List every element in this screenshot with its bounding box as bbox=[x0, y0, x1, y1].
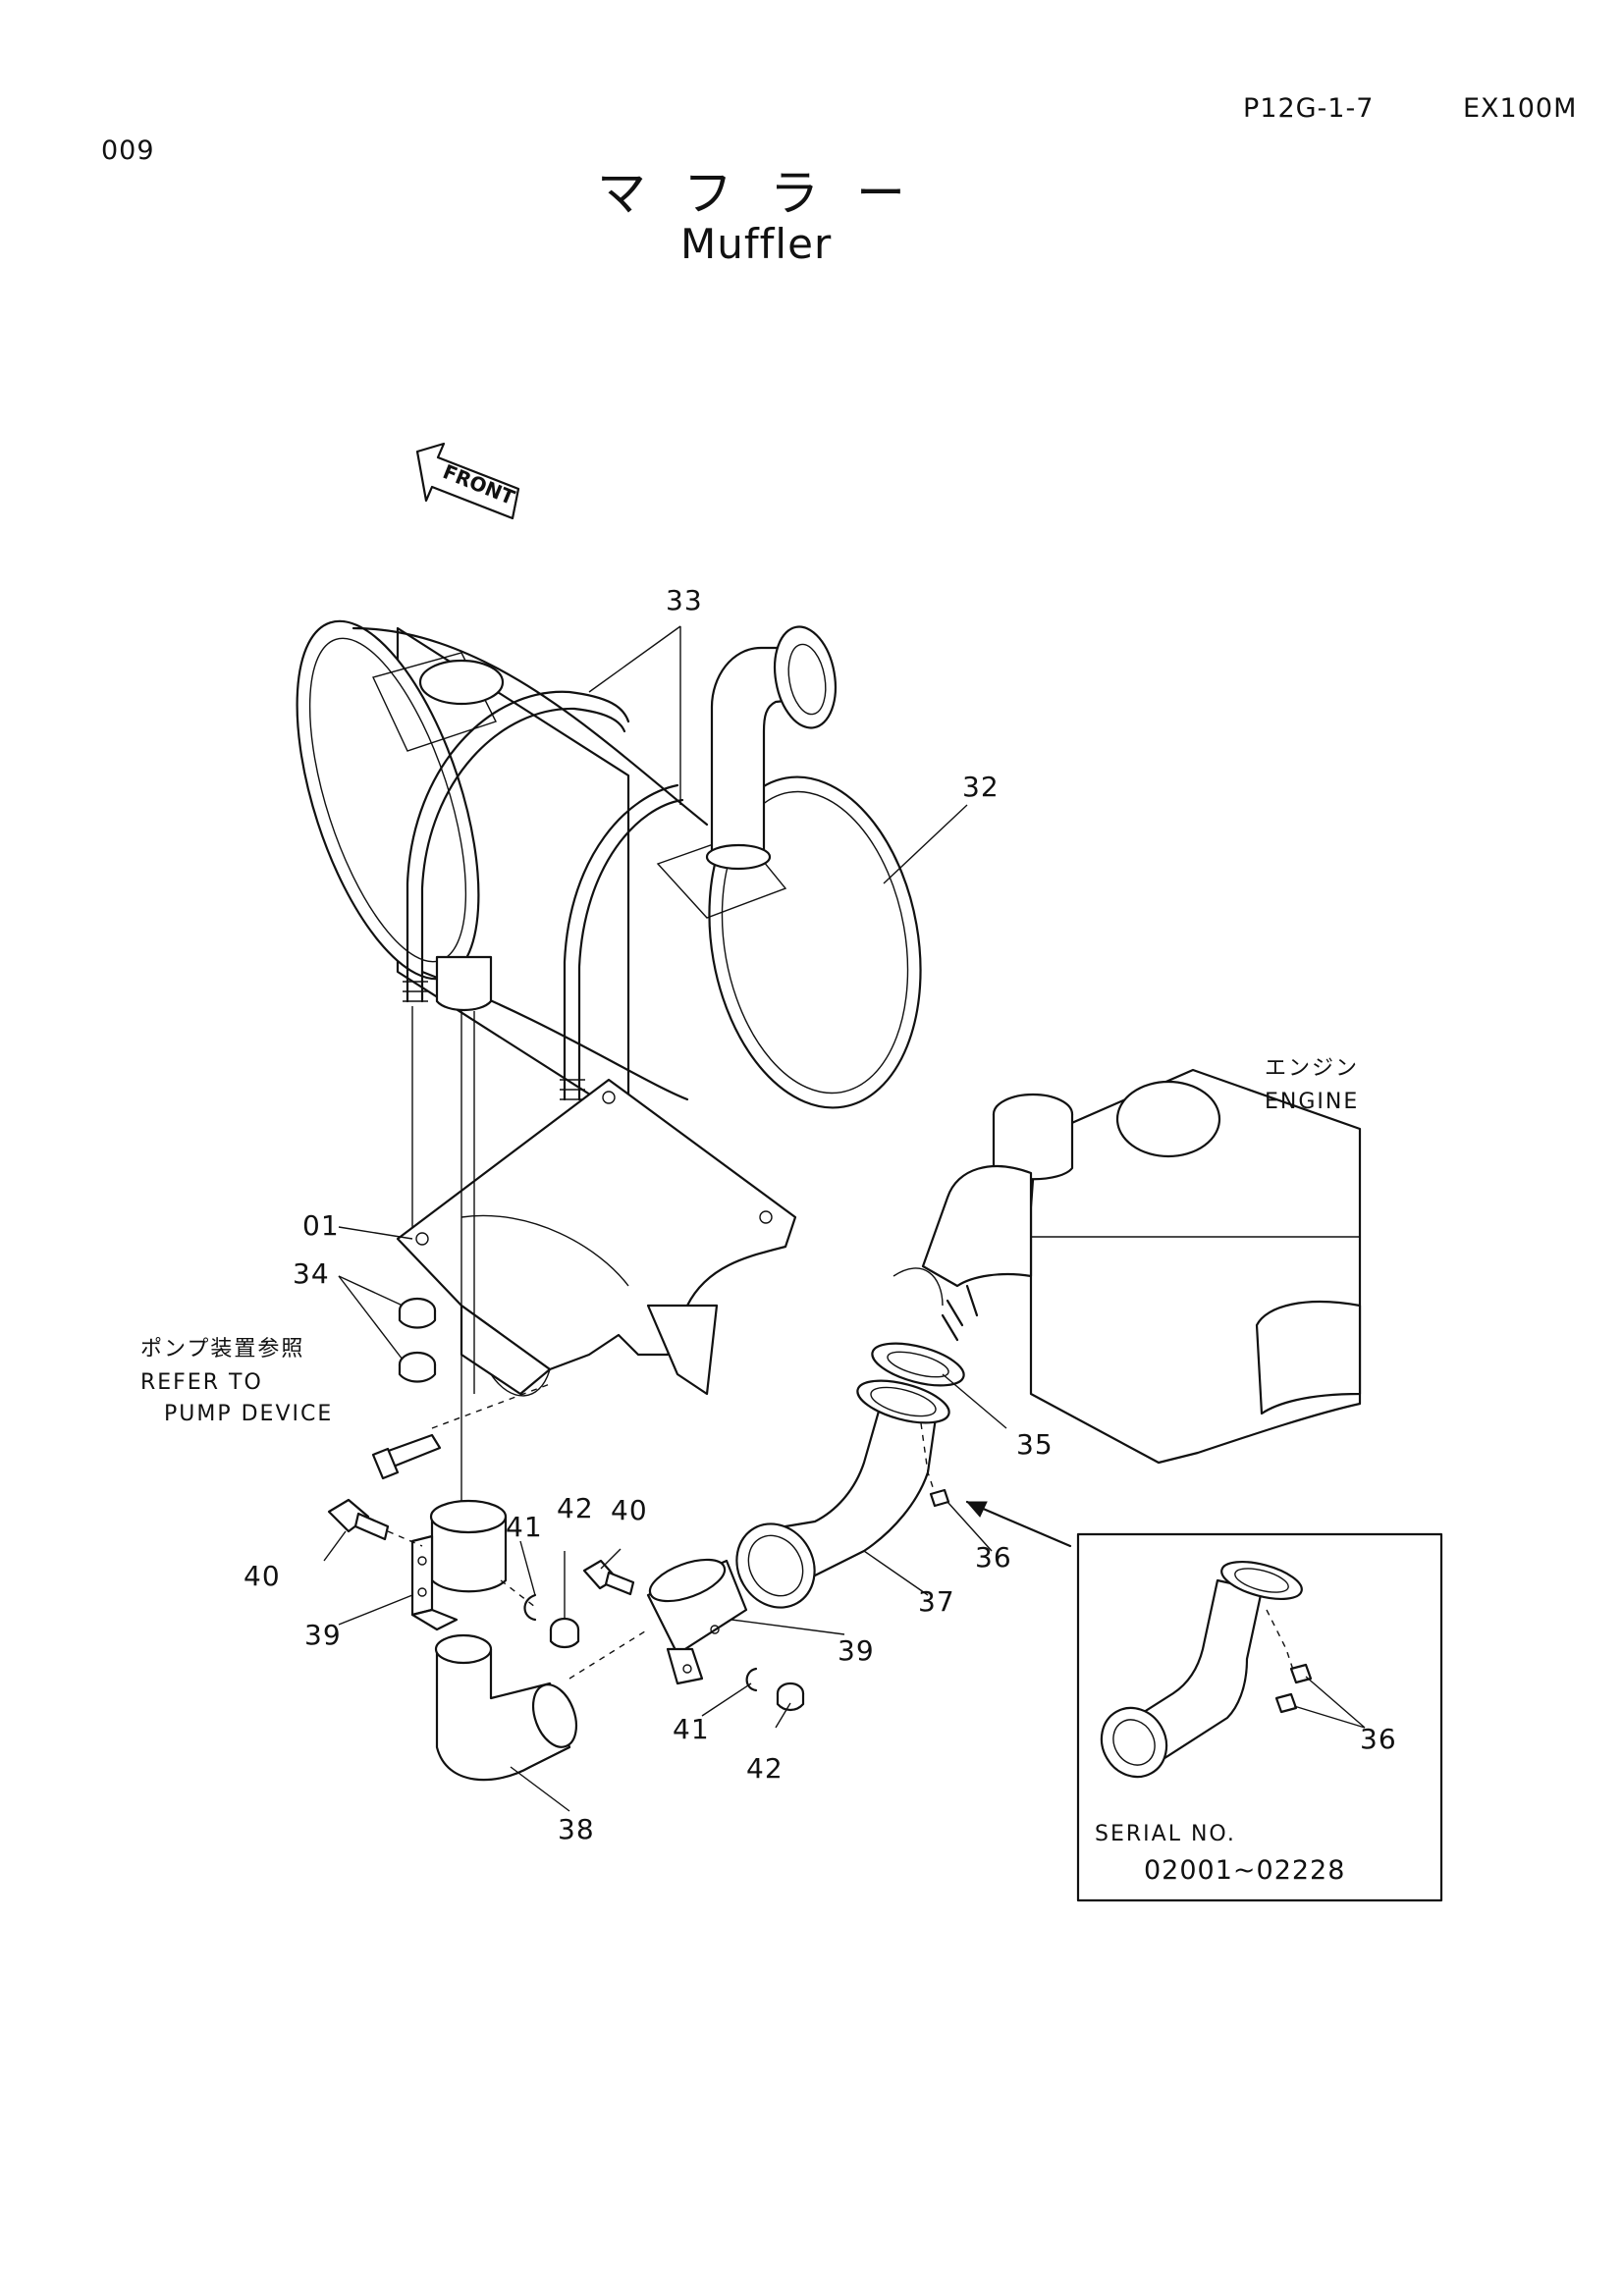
elbow-38 bbox=[434, 1629, 649, 1782]
inset-pipe bbox=[1100, 1561, 1313, 1779]
leader-lines bbox=[323, 625, 1366, 1812]
nut-42-right bbox=[776, 1682, 805, 1712]
clamp-left bbox=[410, 1499, 508, 1631]
engine-label: ENGINE bbox=[1265, 1090, 1360, 1114]
callout-38: 38 bbox=[558, 1813, 595, 1845]
nut-42-left bbox=[549, 1617, 580, 1649]
pump-note-line1: REFER TO bbox=[140, 1370, 263, 1395]
front-arrow-icon bbox=[415, 442, 520, 520]
callout-36-inset: 36 bbox=[1360, 1723, 1397, 1755]
callout-34: 34 bbox=[293, 1257, 330, 1290]
serial-label: SERIAL NO. bbox=[1095, 1822, 1236, 1846]
callout-40-right: 40 bbox=[611, 1494, 648, 1526]
callout-42-left: 42 bbox=[557, 1492, 594, 1524]
engine-label-japanese: エンジン bbox=[1265, 1056, 1360, 1081]
serial-inset-box bbox=[1076, 1532, 1443, 1902]
bolt-40-right bbox=[582, 1559, 635, 1596]
page-number: 009 bbox=[101, 135, 155, 166]
callout-33: 33 bbox=[666, 584, 703, 616]
page-title: Muffler bbox=[680, 220, 833, 268]
callout-32: 32 bbox=[962, 771, 1000, 803]
engine-outline bbox=[893, 1068, 1362, 1465]
bolt-40-left bbox=[327, 1498, 423, 1547]
callout-40-left: 40 bbox=[243, 1560, 281, 1592]
callout-41-left: 41 bbox=[506, 1511, 543, 1543]
model-code: EX100M bbox=[1463, 93, 1578, 124]
callout-35: 35 bbox=[1016, 1428, 1054, 1461]
washer-nut-34 bbox=[398, 1297, 437, 1383]
gasket-35 bbox=[871, 1342, 965, 1387]
bolt-pump-device bbox=[371, 1383, 551, 1480]
page-code: P12G-1-7 bbox=[1243, 93, 1375, 124]
muffler-body bbox=[296, 619, 922, 1121]
callout-37: 37 bbox=[918, 1585, 955, 1618]
u-bolts bbox=[403, 690, 684, 1101]
clamp-right bbox=[646, 1558, 748, 1685]
callout-36: 36 bbox=[975, 1541, 1012, 1574]
callout-01: 01 bbox=[302, 1209, 340, 1242]
mounting-bracket bbox=[396, 1078, 797, 1397]
inset-pointer-arrow bbox=[965, 1500, 1072, 1548]
exhaust-pipe-37 bbox=[735, 1379, 950, 1609]
callout-39-right: 39 bbox=[838, 1634, 875, 1667]
pump-note-line2: PUMP DEVICE bbox=[164, 1402, 334, 1426]
nut-36 bbox=[929, 1488, 950, 1508]
callout-42-right: 42 bbox=[746, 1752, 784, 1785]
pump-note-japanese: ポンプ装置参照 bbox=[140, 1337, 305, 1362]
exhaust-stack bbox=[705, 625, 837, 871]
page-title-japanese: マフラー bbox=[597, 165, 943, 222]
callout-41-right: 41 bbox=[673, 1713, 710, 1745]
callout-39-left: 39 bbox=[304, 1619, 342, 1651]
serial-range: 02001~02228 bbox=[1144, 1855, 1346, 1886]
